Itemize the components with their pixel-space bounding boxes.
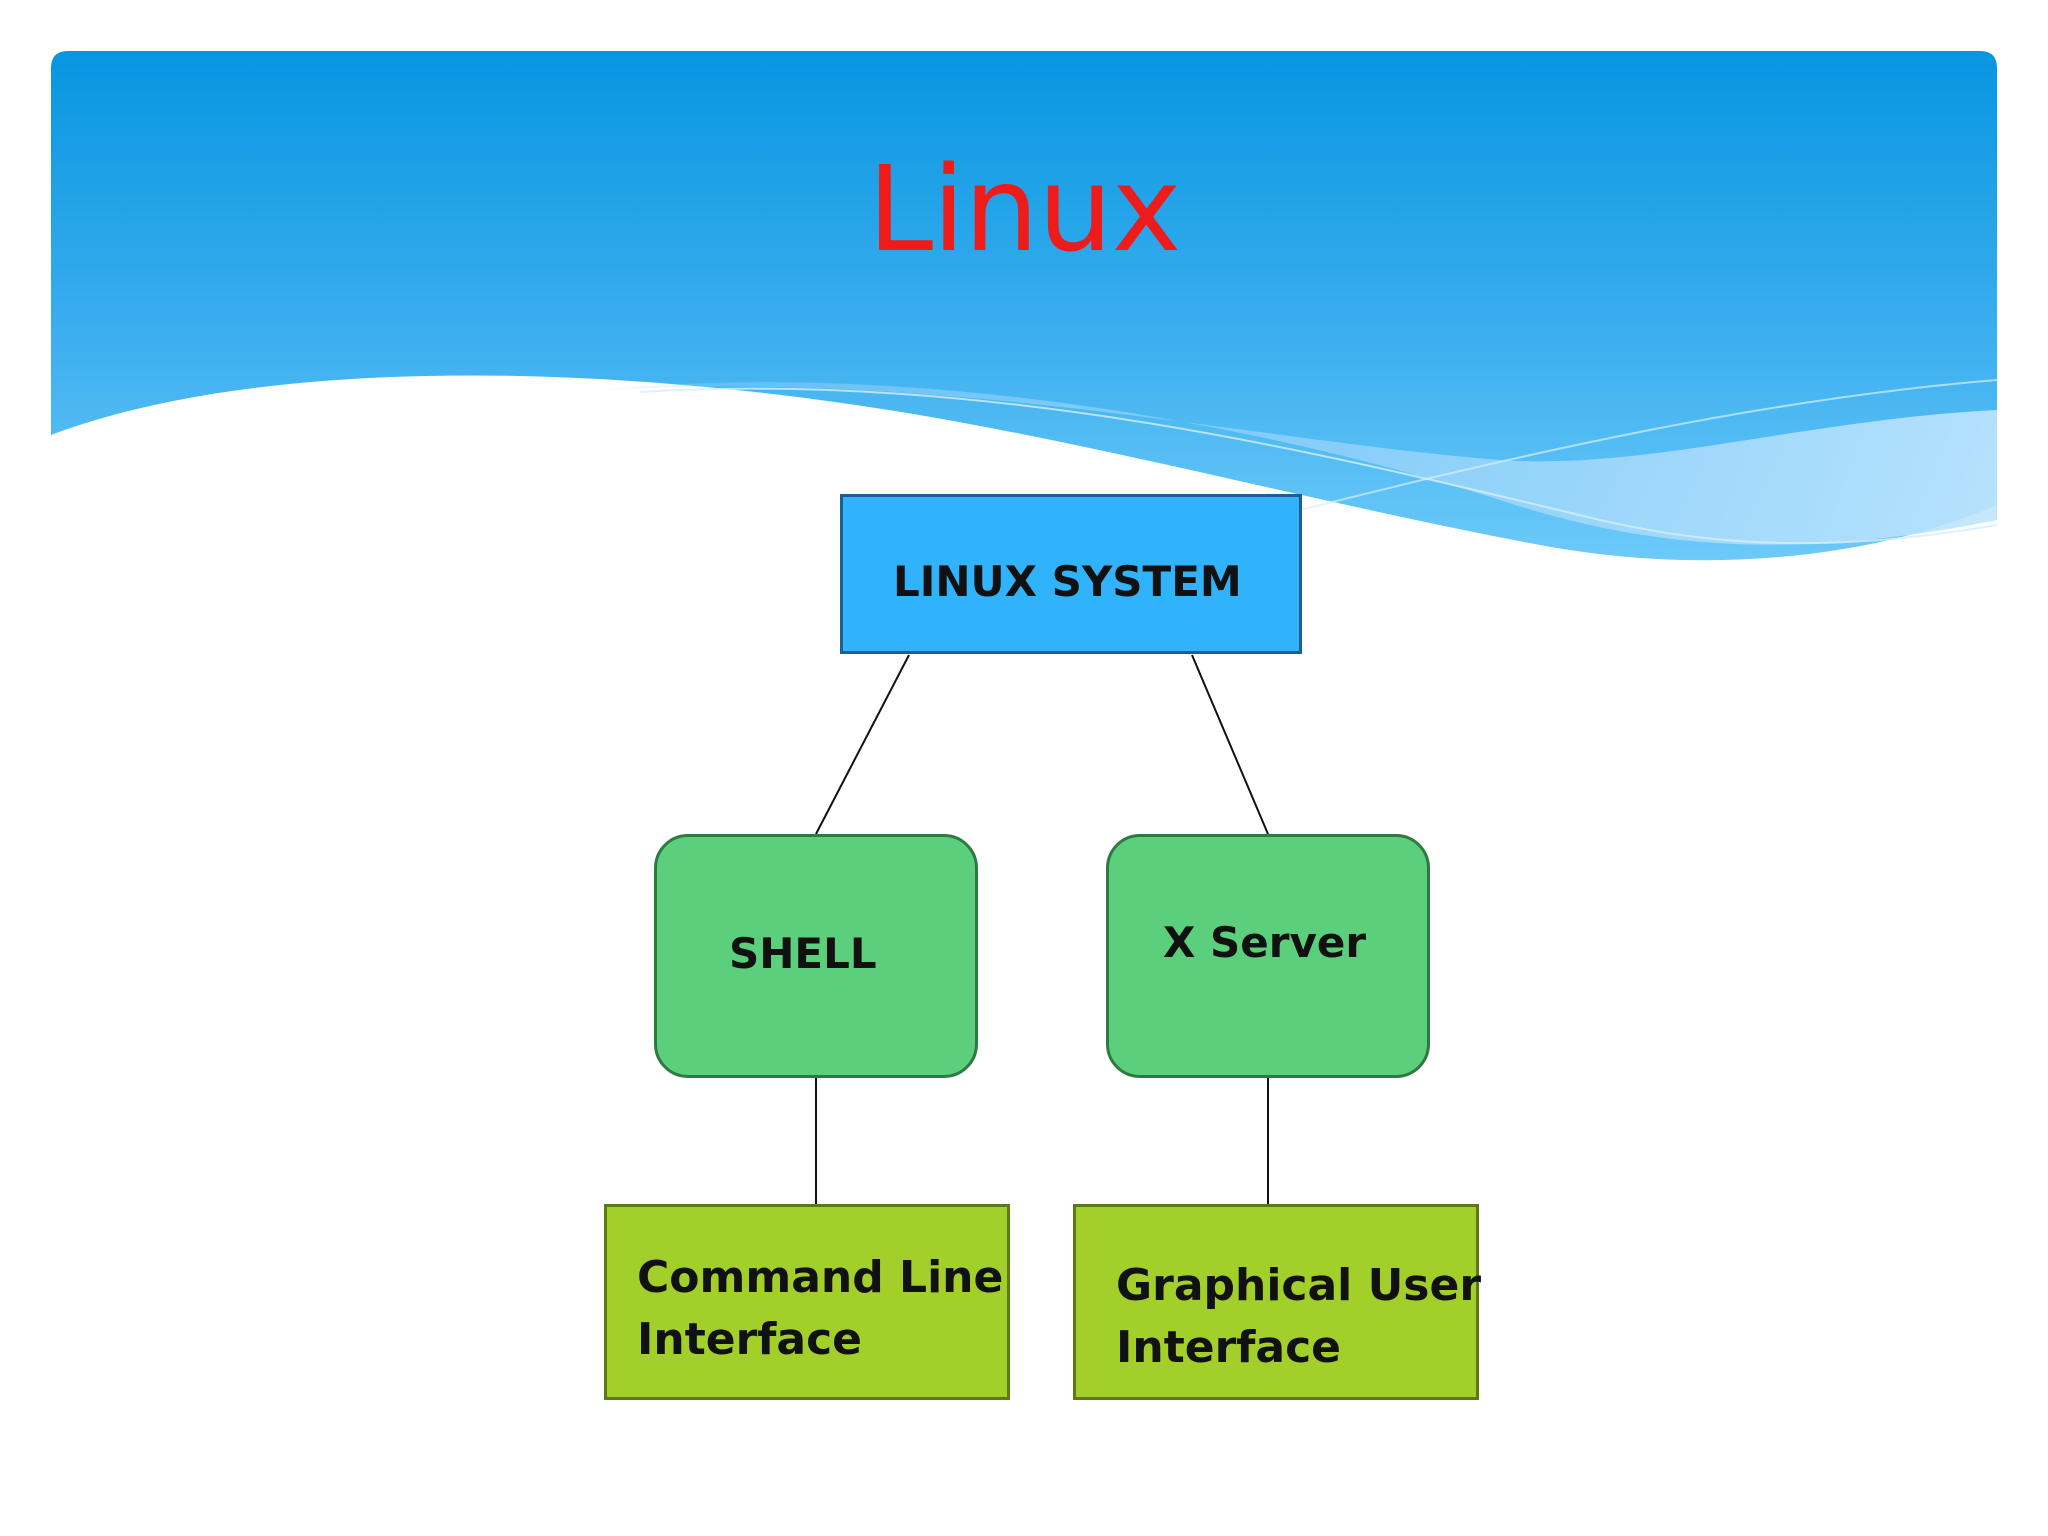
header-sky-shape xyxy=(51,51,1997,561)
node-gui-line-1: Graphical User xyxy=(1116,1260,1482,1311)
connector-root-shell xyxy=(815,654,910,835)
slide-title: Linux xyxy=(867,140,1182,278)
connector-root-xserver xyxy=(1191,654,1269,835)
header-wave-light xyxy=(600,382,1997,545)
node-shell: SHELL xyxy=(654,834,978,1078)
node-graphical-user-interface: Graphical User Interface xyxy=(1073,1204,1482,1400)
node-cli-line-2: Interface xyxy=(637,1314,863,1365)
node-shell-label: SHELL xyxy=(729,929,877,978)
node-linux-system-label: LINUX SYSTEM xyxy=(893,557,1242,606)
node-command-line-interface: Command Line Interface xyxy=(604,1204,1010,1400)
node-gui-line-2: Interface xyxy=(1116,1322,1342,1373)
node-x-server: X Server xyxy=(1106,834,1430,1078)
node-x-server-label: X Server xyxy=(1163,918,1367,967)
node-linux-system: LINUX SYSTEM xyxy=(840,494,1302,654)
header-wave-line-2 xyxy=(1299,379,1998,511)
node-cli-line-1: Command Line xyxy=(637,1252,1004,1303)
header-wave-line-1 xyxy=(639,387,1998,545)
